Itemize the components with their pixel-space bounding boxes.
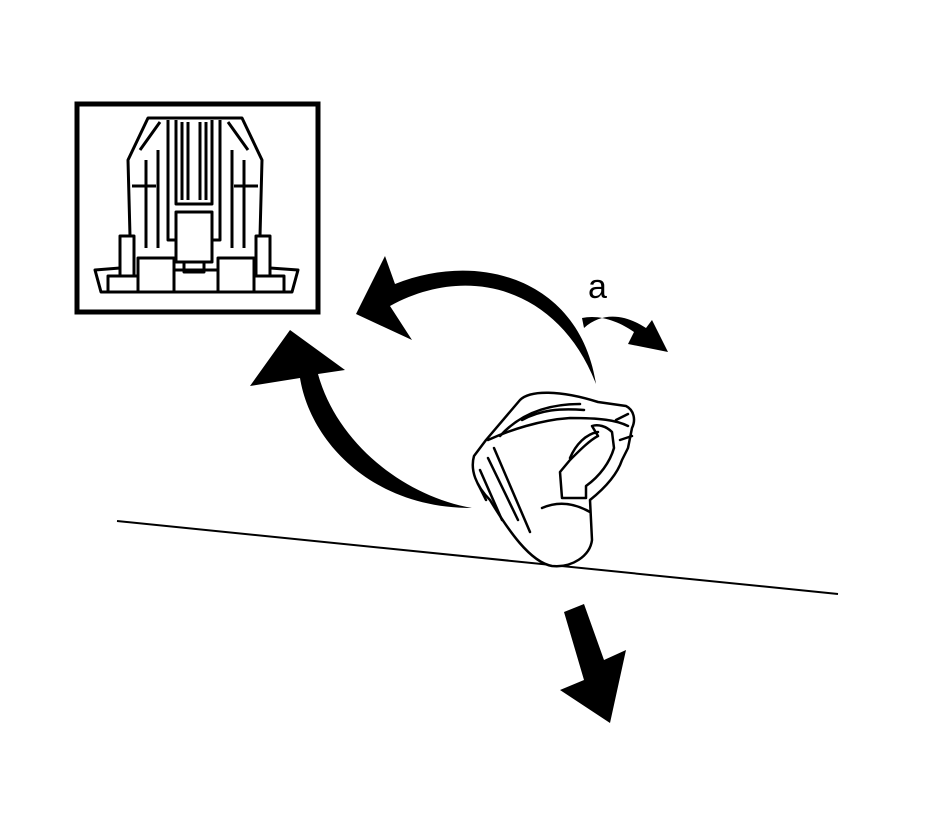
rotation-arrow-lower [250,330,472,508]
retainer-clip-icon [471,391,636,568]
surface-line [116,520,839,595]
inset-detail [74,101,321,315]
small-rotation-arrow-a [582,316,668,352]
callout-label-a: a [588,268,607,306]
connector-clip-detail-icon [93,116,300,294]
rotation-arrow-upper [356,256,596,384]
pull-down-arrow [560,604,626,723]
